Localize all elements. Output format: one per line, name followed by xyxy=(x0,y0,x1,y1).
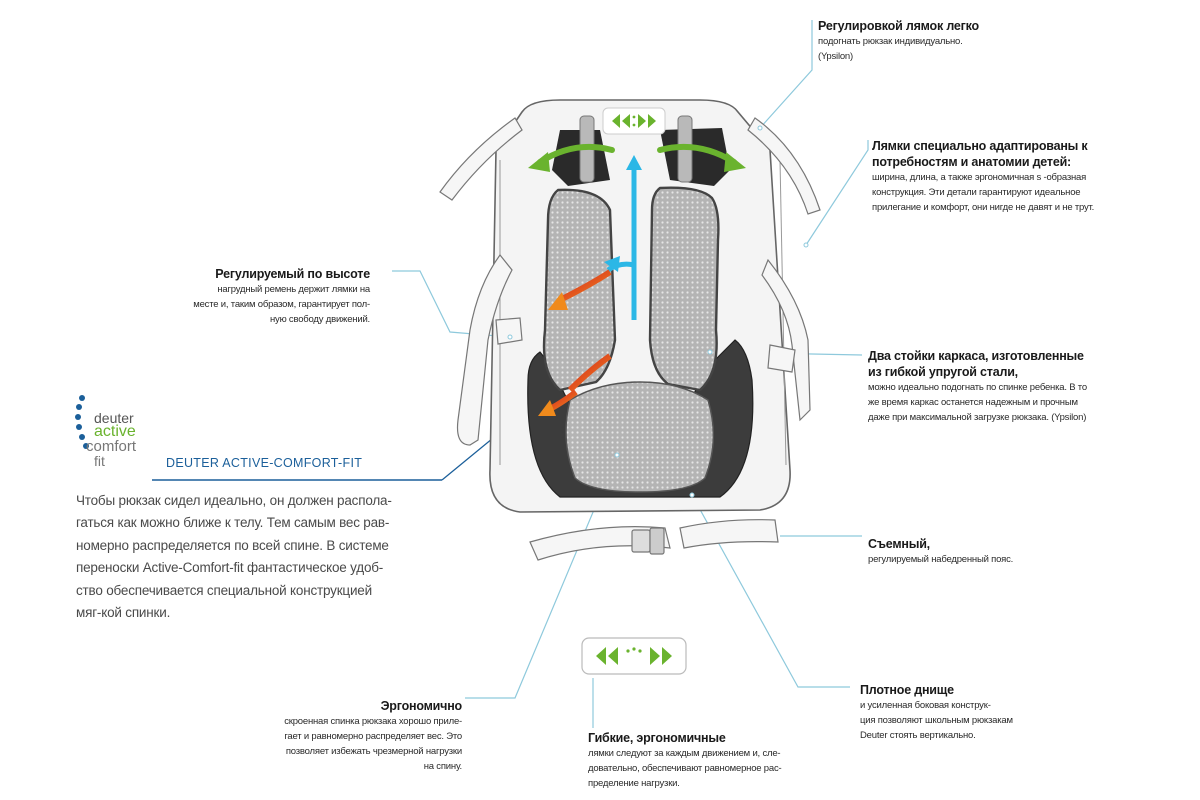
callout-body: конструкция. Эти детали гарантируют идеа… xyxy=(872,187,1081,198)
callout-title: Регулировкой лямок легко xyxy=(818,19,979,33)
logo-word: fit xyxy=(94,453,105,469)
side-straps xyxy=(439,117,821,446)
callout-straps-adjust: Регулировкой лямок легко подогнать рюкза… xyxy=(818,18,979,64)
callout-ergonomic: Эргономично скроенная спинка рюкзака хор… xyxy=(262,698,462,774)
deuter-active-comfort-fit-logo: deuter active comfort fit xyxy=(72,390,172,470)
callout-body: довательно, обеспечивают равномерное рас… xyxy=(588,763,782,774)
callout-title: Гибкие, эргономичные xyxy=(588,731,726,745)
callout-body: прилегание и комфорт, они нигде не давят… xyxy=(872,202,1095,213)
shoulder-straps xyxy=(552,115,730,186)
ypsilon-arrows-icon xyxy=(602,107,666,135)
callout-body: и усиленная боковая конструк- xyxy=(860,700,991,711)
hip-belt xyxy=(529,519,779,561)
callout-flexible: Гибкие, эргономичные лямки следуют за ка… xyxy=(588,730,782,791)
callout-body: месте и, таким образом, гарантирует пол- xyxy=(193,299,370,310)
callout-body: Deuter стоять вертикально. xyxy=(860,730,976,741)
callout-body: на спину. xyxy=(423,761,462,772)
callout-body: можно идеально подогнать по спинке ребен… xyxy=(868,382,1087,393)
callout-body: даже при максимальной загрузке рюкзака. … xyxy=(868,412,1087,423)
callout-title: Лямки специально адаптированы к xyxy=(872,139,1088,153)
logo-word: comfort xyxy=(86,438,137,455)
callout-title: Эргономично xyxy=(380,699,463,713)
leader-line xyxy=(759,20,813,129)
callout-title: из гибкой упругой стали, xyxy=(868,365,1018,379)
logo-dots-icon xyxy=(75,395,89,449)
callout-frame: Два стойки каркаса, изготовленные из гиб… xyxy=(868,348,1087,425)
leader-lines xyxy=(392,20,869,728)
callout-removable: Съемный, регулируемый набедренный пояс. xyxy=(868,536,1013,567)
callout-body: же время каркас останется надежным и про… xyxy=(868,397,1078,408)
right-mesh-panel xyxy=(648,186,720,392)
callout-body: (Ypsilon) xyxy=(818,51,853,62)
callout-body: позволяет избежать чрезмерной нагрузки xyxy=(285,746,462,757)
callout-body: лямки следуют за каждым движением и, сле… xyxy=(588,748,781,759)
callout-title: потребностям и анатомии детей: xyxy=(872,155,1072,169)
callout-height-adjust: Регулируемый по высоте нагрудный ремень … xyxy=(170,266,370,327)
callout-title: Регулируемый по высоте xyxy=(215,267,370,281)
ypsilon-badge-icon xyxy=(581,637,687,675)
lumbar-mesh-panel xyxy=(565,381,715,493)
logo-word: deuter xyxy=(94,410,134,426)
callout-body: скроенная спинка рюкзака хорошо приле- xyxy=(284,716,462,727)
callout-body: нагрудный ремень держит лямки на xyxy=(217,284,370,295)
callout-straps-kids: Лямки специально адаптированы к потребно… xyxy=(872,138,1094,215)
callout-body: ширина, длина, а также эргономичная s -о… xyxy=(872,172,1087,183)
callout-body: подогнать рюкзак индивидуально. xyxy=(818,36,963,47)
callout-body: пределение нагрузки. xyxy=(588,778,680,789)
callout-bottom: Плотное днище и усиленная боковая констр… xyxy=(860,682,1013,743)
logo-word: active xyxy=(94,423,136,440)
brand-description: Чтобы рюкзак сидел идеально, он должен р… xyxy=(76,493,392,621)
callout-body: ция позволяют школьным рюкзакам xyxy=(860,715,1013,726)
callout-title: Съемный, xyxy=(868,537,930,551)
leader-line xyxy=(805,140,869,246)
brand-title: DEUTER ACTIVE-COMFORT-FIT xyxy=(166,456,363,470)
callout-body: гает и равномерно распределяет вес. Это xyxy=(284,731,462,742)
callout-title: Два стойки каркаса, изготовленные xyxy=(868,349,1084,363)
leader-line xyxy=(691,494,850,688)
callout-body: регулируемый набедренный пояс. xyxy=(868,554,1014,565)
callout-title: Плотное днище xyxy=(860,683,954,697)
callout-body: ную свободу движений. xyxy=(269,314,370,325)
airflow-arrow xyxy=(606,165,637,320)
